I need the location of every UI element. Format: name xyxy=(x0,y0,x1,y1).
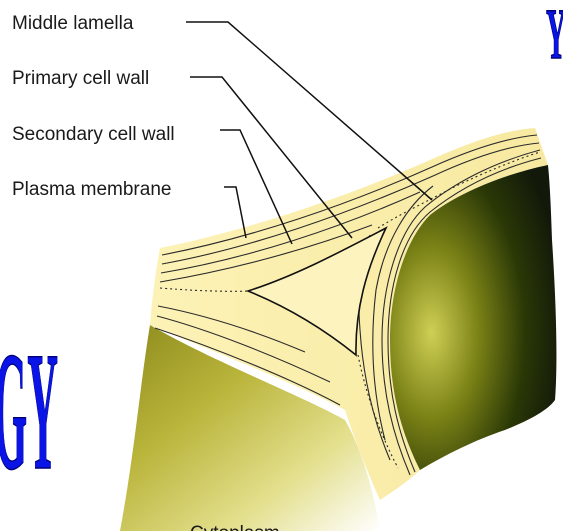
overlay-letter-top: Y xyxy=(546,0,563,74)
leader-middle-lamella xyxy=(186,22,432,200)
label-secondary-cell-wall: Secondary cell wall xyxy=(12,124,175,145)
label-middle-lamella: Middle lamella xyxy=(12,13,134,34)
label-plasma-membrane: Plasma membrane xyxy=(12,179,171,200)
bottom-caption: Cytoplasm xyxy=(190,523,280,531)
overlay-letters-left: GY xyxy=(0,317,58,505)
label-primary-cell-wall: Primary cell wall xyxy=(12,68,149,89)
